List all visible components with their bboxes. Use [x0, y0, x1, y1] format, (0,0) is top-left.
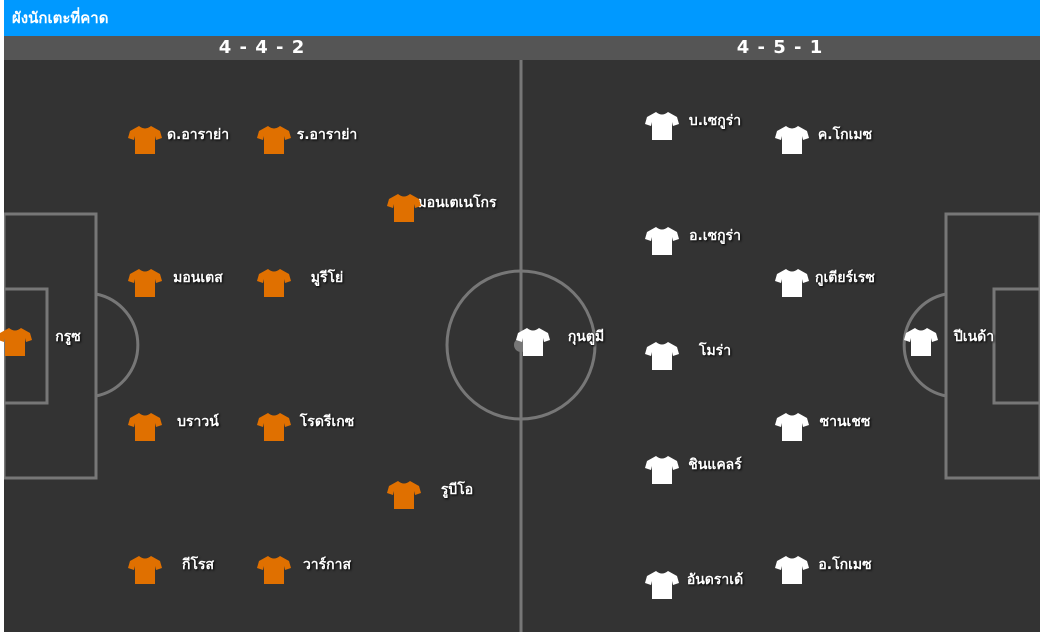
away-shirt-icon — [516, 328, 550, 356]
home-player: กรูซ — [0, 327, 138, 356]
home-player: โรดรีเกซ — [257, 412, 397, 441]
formation-bar: 4 - 4 - 2 4 - 5 - 1 — [4, 36, 1040, 60]
center-circle — [445, 269, 597, 421]
away-player: ซานเชซ — [775, 412, 915, 441]
player-name: กีโรส — [181, 557, 215, 573]
away-player: โมร่า — [645, 341, 785, 370]
away-player: กูเตียร์เรซ — [775, 268, 915, 297]
home-shirt-icon — [257, 556, 291, 584]
away-shirt-icon — [645, 571, 679, 599]
home-shirt-icon — [257, 126, 291, 154]
right-goal-area — [992, 287, 1040, 405]
home-shirt-icon — [128, 413, 162, 441]
home-player: ด.อาราย่า — [128, 125, 268, 154]
player-name: กูเตียร์เรซ — [815, 270, 875, 286]
away-player: ปีเนด้า — [904, 327, 1040, 356]
home-player: มอนเตเนโกร — [387, 193, 527, 222]
home-shirt-icon — [128, 556, 162, 584]
player-name: โรดรีเกซ — [299, 414, 355, 430]
away-shirt-icon — [775, 269, 809, 297]
away-shirt-icon — [645, 227, 679, 255]
away-shirt-icon — [645, 112, 679, 140]
home-shirt-icon — [128, 126, 162, 154]
away-player: กุนตูมี — [516, 327, 656, 356]
panel-title: ผังนักเตะที่คาด — [12, 9, 109, 27]
player-name: ชินแคลร์ — [688, 457, 742, 473]
player-name: ค.โกเมซ — [817, 127, 873, 143]
left-penalty-arc — [95, 292, 140, 398]
away-shirt-icon — [775, 126, 809, 154]
home-player: บราวน์ — [128, 412, 268, 441]
pitch: กรูซ ด.อาราย่า มอนเตส บราวน์ กีโรส ร.อาร… — [0, 60, 1040, 632]
home-player: วาร์กาส — [257, 555, 397, 584]
away-player: บ.เซกูร่า — [645, 111, 785, 140]
home-shirt-icon — [387, 481, 421, 509]
away-player: อ.เซกูร่า — [645, 226, 785, 255]
pitch-markings — [4, 60, 1040, 632]
away-player: อ.โกเมซ — [775, 555, 915, 584]
home-shirt-icon — [0, 328, 32, 356]
player-name: อันดราเด้ — [686, 572, 744, 588]
player-name: วาร์กาส — [302, 557, 352, 573]
player-name: มอนเตเนโกร — [417, 195, 497, 211]
right-penalty-arc — [902, 292, 947, 398]
right-penalty-box — [944, 212, 1040, 480]
away-shirt-icon — [645, 342, 679, 370]
home-formation: 4 - 4 - 2 — [218, 37, 306, 58]
home-shirt-icon — [257, 413, 291, 441]
away-shirt-icon — [645, 456, 679, 484]
player-name: อ.เซกูร่า — [689, 228, 741, 244]
player-name: ปีเนด้า — [953, 329, 995, 345]
player-name: โมร่า — [698, 343, 732, 359]
away-player: ค.โกเมซ — [775, 125, 915, 154]
player-name: อ.โกเมซ — [818, 557, 872, 573]
home-player: กีโรส — [128, 555, 268, 584]
player-name: ซานเชซ — [819, 414, 871, 430]
home-player: มูรีโย่ — [257, 268, 397, 297]
player-name: กรูซ — [55, 329, 81, 345]
player-name: มูรีโย่ — [310, 270, 344, 286]
away-shirt-icon — [775, 556, 809, 584]
away-player: อันดราเด้ — [645, 570, 785, 599]
home-player: รูบีโอ — [387, 480, 527, 509]
player-name: บ.เซกูร่า — [688, 113, 742, 129]
player-name: ด.อาราย่า — [166, 127, 230, 143]
player-name: ร.อาราย่า — [296, 127, 358, 143]
player-name: มอนเตส — [173, 270, 223, 286]
home-shirt-icon — [257, 269, 291, 297]
home-shirt-icon — [387, 194, 421, 222]
player-name: กุนตูมี — [567, 329, 605, 345]
away-formation: 4 - 5 - 1 — [736, 37, 824, 58]
player-name: บราวน์ — [177, 414, 219, 430]
left-goal-area — [4, 287, 49, 405]
title-bar: ผังนักเตะที่คาด — [4, 0, 1040, 36]
home-shirt-icon — [128, 269, 162, 297]
left-penalty-box — [4, 212, 98, 480]
home-player: มอนเตส — [128, 268, 268, 297]
away-player: ชินแคลร์ — [645, 455, 785, 484]
player-name: รูบีโอ — [440, 482, 474, 498]
home-player: ร.อาราย่า — [257, 125, 397, 154]
away-shirt-icon — [775, 413, 809, 441]
away-shirt-icon — [904, 328, 938, 356]
